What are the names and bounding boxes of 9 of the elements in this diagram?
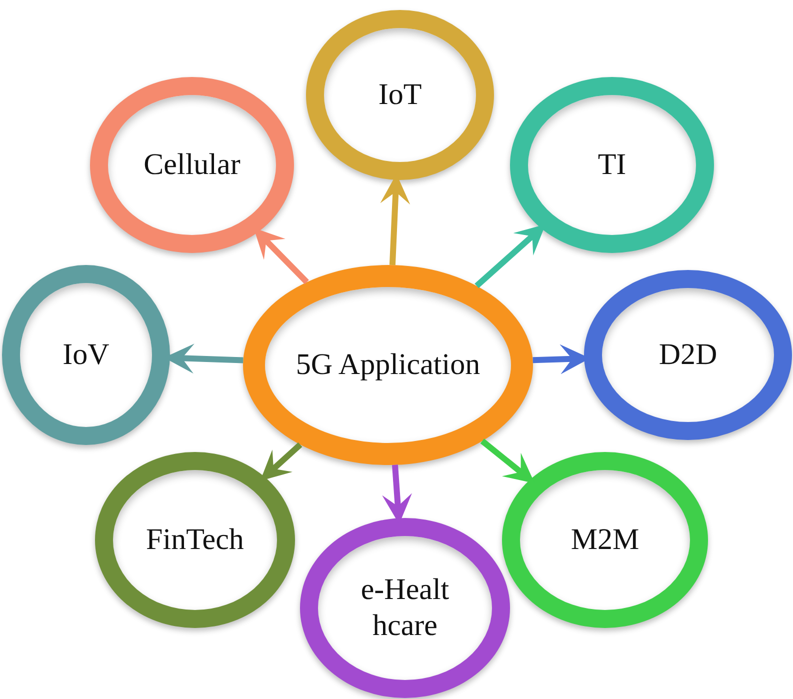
- node-label: D2D: [658, 337, 718, 373]
- node-label: M2M: [570, 522, 640, 558]
- node-label: 5G Application: [294, 347, 482, 383]
- node-label: TI: [596, 147, 628, 183]
- node-label: IoV: [62, 337, 110, 373]
- node-label: e-Healthcare: [360, 572, 450, 644]
- node-label: IoT: [377, 77, 423, 113]
- node-label: Cellular: [142, 147, 242, 183]
- node-label: FinTech: [145, 522, 245, 558]
